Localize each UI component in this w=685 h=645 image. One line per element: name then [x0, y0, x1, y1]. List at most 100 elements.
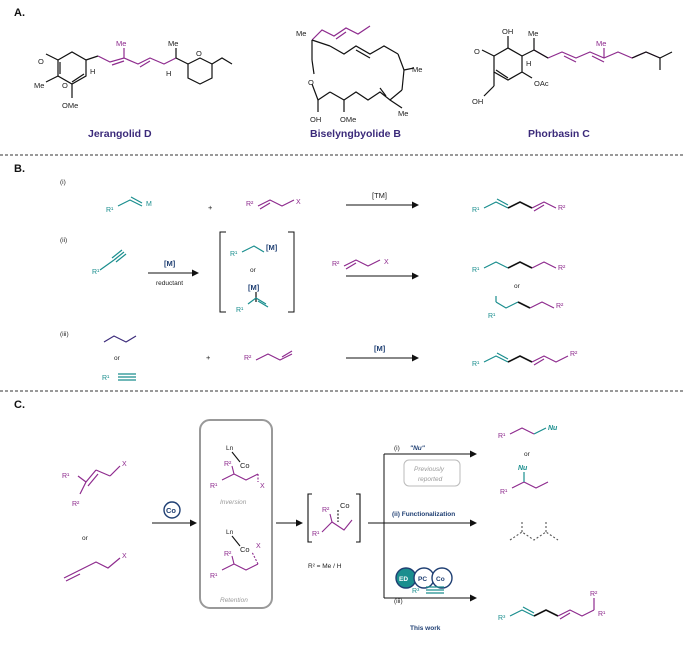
product-path-i-linear: [509, 427, 547, 435]
biselyngbyolide-oh: OH: [310, 115, 321, 124]
product-iii-r2: R²: [570, 351, 578, 358]
row-i-m: M: [146, 201, 152, 208]
path-i-nucleophile: "Nu": [410, 445, 426, 452]
compound-name-jerangolid: Jerangolid D: [88, 128, 152, 140]
row-i-x: X: [296, 199, 301, 206]
sub-x: X: [122, 461, 127, 468]
row-iii-label: (iii): [60, 331, 69, 338]
retention-complex: [221, 535, 259, 571]
path-ii-label: (ii) Functionalization: [392, 511, 455, 518]
compound-name-phorbasin: Phorbasin C: [528, 128, 590, 140]
biselyngbyolide-me: Me: [296, 29, 306, 38]
product-i-r2: R²: [558, 205, 566, 212]
biselyngbyolide-o: O: [308, 78, 314, 87]
row-i-r2: R²: [246, 201, 254, 208]
vinyl-metal-intermediate: [241, 245, 265, 253]
vinyl-metal-reagent: [117, 196, 143, 207]
phorbasin-h: H: [526, 59, 531, 68]
path-i-r1: R¹: [498, 433, 506, 440]
product-row-ii-branched: [495, 296, 555, 309]
row-i-label: (i): [60, 179, 66, 186]
allylic-x-substrate: [77, 465, 121, 495]
row-iii-m: [M]: [374, 344, 386, 353]
alkyne-reagent-ii: [99, 249, 127, 271]
branch-paths: [368, 450, 477, 602]
biselyngbyolide-me-3: Me: [398, 109, 408, 118]
section-b-label: B.: [14, 163, 25, 175]
phorbasin-structure: [481, 36, 673, 97]
biselyngbyolide-structure: [311, 25, 415, 112]
product-row-ii-linear: [483, 261, 557, 269]
previously-text: Previously: [414, 466, 445, 473]
sub-x-2: X: [122, 553, 127, 560]
ret-x: X: [256, 543, 261, 550]
inv-r2: R²: [224, 461, 232, 468]
cobalt-catalyst-icon: [163, 501, 181, 519]
jerangolid-ome: OMe: [62, 101, 78, 110]
compound-name-biselyngbyolide: Biselyngbyolide B: [310, 128, 401, 140]
jerangolid-h-2: H: [166, 69, 171, 78]
product-ii-or: or: [514, 283, 521, 290]
alkene-reagent-iii: [255, 350, 293, 361]
ret-ln: Ln: [226, 529, 234, 536]
row-i-plus: +: [208, 203, 213, 212]
inversion-complex: [221, 451, 259, 482]
row-i-r1: R¹: [106, 207, 114, 214]
inv-ln: Ln: [226, 445, 234, 452]
reported-text: reported: [418, 476, 443, 483]
ed-pc-co-catalysts: [395, 567, 453, 589]
ret-r2: R²: [224, 551, 232, 558]
allyl-r2: R²: [322, 507, 330, 514]
diene-reagent: [103, 335, 137, 343]
section-a-label: A.: [14, 7, 25, 19]
path-i-label: (i): [394, 445, 400, 452]
row-ii-x: X: [384, 259, 389, 266]
sub-r2: R²: [72, 501, 80, 508]
jerangolid-o-thp: O: [196, 49, 202, 58]
row-ii-r2: R²: [332, 261, 340, 268]
jerangolid-o-carbonyl: O: [38, 57, 44, 66]
inv-r1: R¹: [210, 483, 218, 490]
row-ii-r1: R¹: [92, 269, 100, 276]
co-cocat-label: Co: [436, 576, 445, 583]
r2-definition: R² = Me / H: [308, 563, 342, 570]
row-iii-r2: R²: [244, 355, 252, 362]
jerangolid-me-2: Me: [168, 39, 178, 48]
path-iii-label: (iii): [394, 598, 403, 605]
int-r1-2: R¹: [236, 307, 244, 314]
allyl-r1: R¹: [312, 531, 320, 538]
branched-metal-intermediate: [247, 292, 269, 308]
path-i-r1-2: R¹: [500, 489, 508, 496]
retention-label: Retention: [220, 597, 248, 604]
sub-or: or: [82, 535, 89, 542]
jerangolid-structure: [45, 48, 233, 98]
ret-co: Co: [240, 545, 250, 554]
biselyngbyolide-me-2: Me: [412, 65, 422, 74]
product-ii-r1: R¹: [472, 267, 480, 274]
ed-label: ED: [399, 576, 408, 583]
int-or: or: [250, 267, 257, 274]
product-ii-r2: R²: [558, 265, 566, 272]
product-i-r1: R¹: [472, 207, 480, 214]
product-path-i-branched: [511, 472, 549, 489]
product-ii-r1-2: R¹: [488, 313, 496, 320]
oxidative-addition-box: [199, 419, 273, 609]
allyl-x-reagent-i: [257, 199, 295, 210]
row-iii-r1: R¹: [102, 375, 110, 382]
sub-r1: R¹: [62, 473, 70, 480]
product-path-ii: [509, 522, 559, 541]
cobalt-catalyst-label: Co: [166, 506, 176, 515]
jerangolid-h: H: [90, 67, 95, 76]
product-path-iii: [509, 598, 595, 620]
inversion-label: Inversion: [220, 499, 247, 506]
product-row-iii: [483, 352, 569, 366]
allyl-co: Co: [340, 501, 350, 510]
pi-allyl-cobalt: [307, 493, 361, 543]
phorbasin-o: O: [474, 47, 480, 56]
previously-reported-box: [403, 459, 461, 487]
row-ii-m: [M]: [164, 259, 176, 268]
path-i-nu: Nu: [548, 425, 558, 432]
inv-x: X: [260, 483, 265, 490]
jerangolid-me: Me: [34, 81, 44, 90]
